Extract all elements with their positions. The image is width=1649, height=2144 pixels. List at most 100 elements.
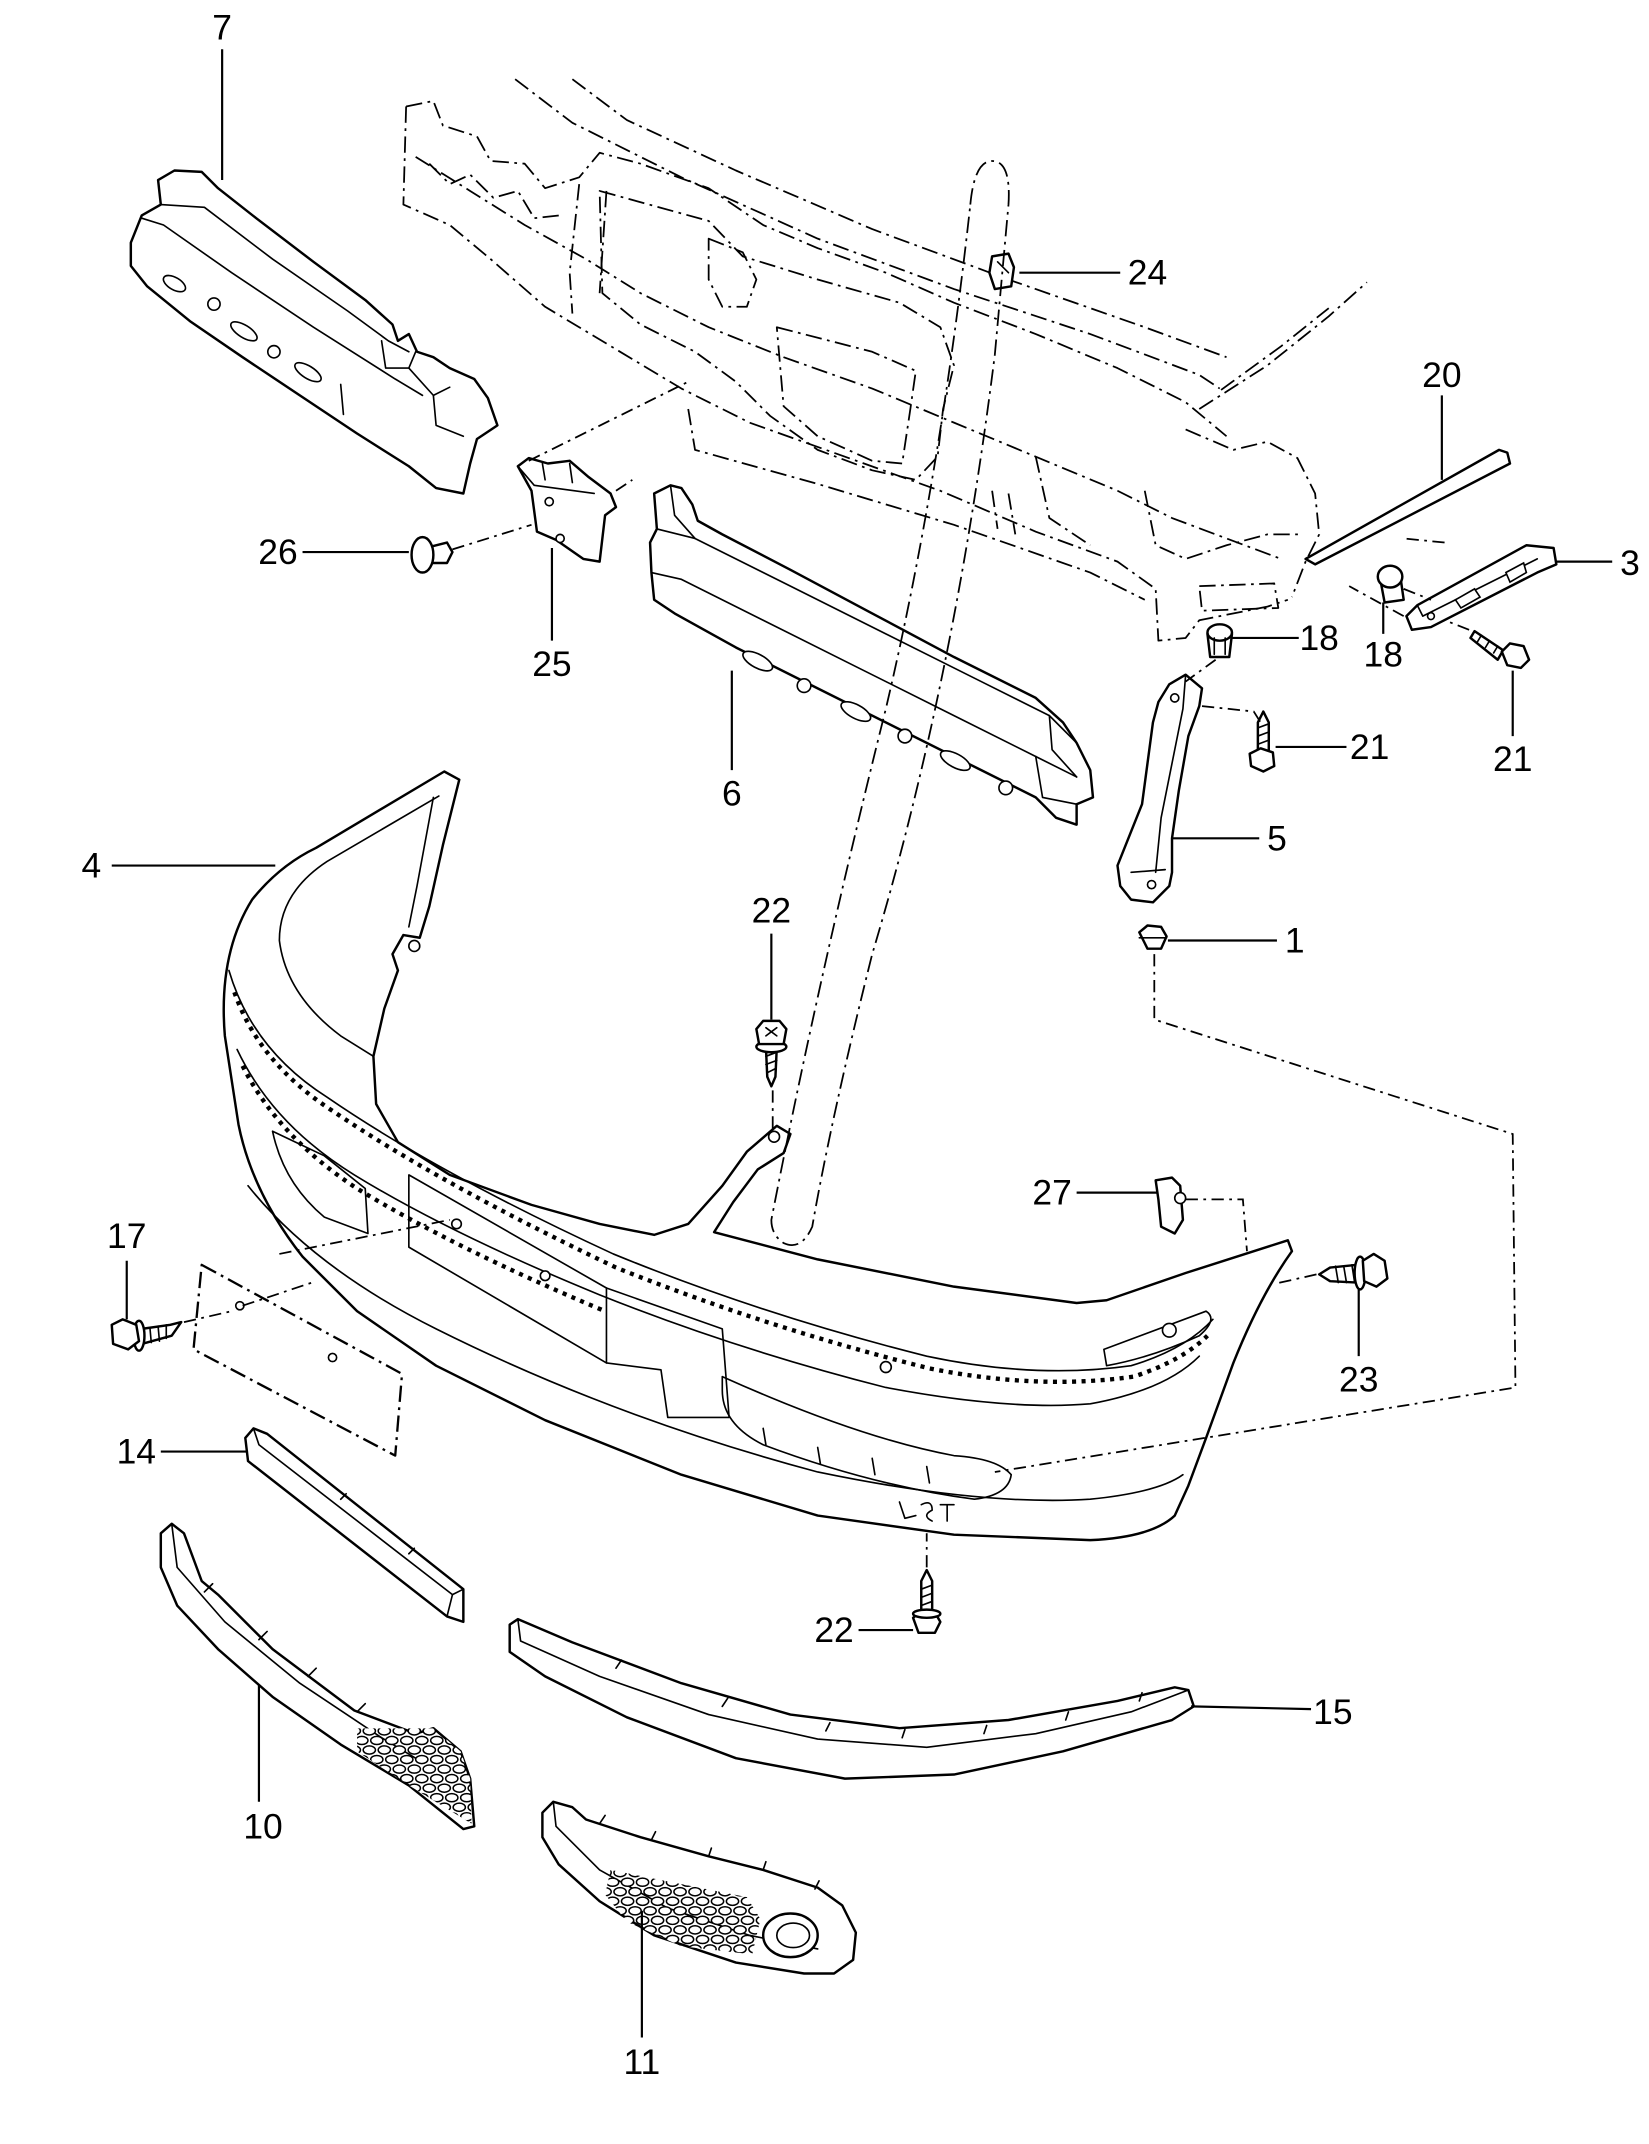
honeycomb-cell (673, 1905, 687, 1916)
honeycomb-cell (357, 1735, 369, 1746)
honeycomb-cell (369, 1811, 384, 1822)
honeycomb-cell (665, 1915, 680, 1926)
honeycomb-cell (658, 1886, 672, 1897)
callout-label: 18 (1364, 634, 1403, 674)
honeycomb-cell (467, 1745, 472, 1755)
callout-23: 23 (1339, 1289, 1378, 1399)
part-17-screw (110, 1318, 183, 1352)
honeycomb-cell (399, 1811, 414, 1822)
callout-14: 14 (117, 1432, 249, 1472)
honeycomb-cell (422, 1783, 437, 1793)
callout-4: 4 (81, 846, 276, 886)
honeycomb-cell (369, 1773, 384, 1784)
honeycomb-cell (628, 1925, 642, 1935)
callout-label: 1 (1285, 920, 1305, 960)
part-20-strip (1304, 448, 1512, 566)
honeycomb-cell (733, 1925, 747, 1935)
honeycomb-cell (605, 1934, 620, 1945)
honeycomb-cell (377, 1821, 392, 1824)
honeycomb-cell (643, 1944, 657, 1954)
honeycomb-cell (452, 1802, 467, 1813)
honeycomb-cell (658, 1944, 672, 1954)
part-7-upper-absorber (129, 169, 499, 495)
honeycomb-cell (362, 1728, 377, 1736)
honeycomb-cell (444, 1773, 459, 1784)
part-3-side-bracket (1405, 544, 1558, 631)
callout-label: 23 (1339, 1359, 1378, 1399)
honeycomb-cell (357, 1773, 369, 1784)
honeycomb-cell (362, 1764, 377, 1774)
part-22-screw-top (755, 1019, 788, 1088)
vehicle-body-phantom (402, 78, 1368, 642)
callout-label: 15 (1313, 1692, 1352, 1732)
honeycomb-cell (377, 1728, 392, 1736)
honeycomb-cell (422, 1745, 437, 1755)
honeycomb-cell (620, 1896, 635, 1907)
honeycomb-cell (369, 1735, 384, 1746)
honeycomb-cell (740, 1934, 755, 1945)
honeycomb-cell (680, 1915, 695, 1926)
part-18-clip-left (1206, 623, 1234, 659)
callout-label: 3 (1620, 543, 1640, 583)
honeycomb-cell (362, 1802, 377, 1813)
honeycomb-cell (688, 1925, 702, 1935)
honeycomb-cell (725, 1915, 740, 1926)
honeycomb-cell (628, 1944, 642, 1954)
honeycomb-cell (357, 1783, 362, 1793)
honeycomb-cell (688, 1905, 702, 1916)
callout-11: 11 (623, 1910, 660, 2082)
callout-22-top: 22 (752, 891, 791, 1020)
honeycomb-cell (673, 1925, 687, 1935)
assembly-connectors (183, 160, 1517, 1568)
honeycomb-cell (695, 1896, 710, 1907)
callout-24: 24 (1019, 253, 1167, 293)
honeycomb-cell (628, 1886, 642, 1897)
honeycomb-cell (673, 1944, 687, 1954)
honeycomb-cell (673, 1886, 687, 1897)
honeycomb-cell (357, 1764, 362, 1774)
honeycomb-cell (384, 1735, 399, 1746)
callout-label: 17 (107, 1216, 146, 1256)
honeycomb-cell (459, 1735, 472, 1746)
honeycomb-cell (414, 1754, 429, 1765)
callout-label: 24 (1128, 253, 1167, 293)
honeycomb-cell (452, 1783, 467, 1793)
callout-18-right: 18 (1364, 602, 1403, 674)
honeycomb-cell (695, 1915, 710, 1926)
callout-17: 17 (107, 1216, 146, 1320)
callout-label: 26 (258, 532, 297, 572)
honeycomb-cell (459, 1754, 472, 1765)
honeycomb-cell (605, 1944, 612, 1954)
honeycomb-cell (384, 1754, 399, 1765)
callout-3: 3 (1556, 543, 1640, 583)
part-5-bracket (1116, 673, 1204, 904)
callout-10: 10 (243, 1684, 283, 1846)
honeycomb-cell (605, 1915, 620, 1926)
honeycomb-cell (414, 1735, 429, 1746)
callout-label: 6 (722, 773, 742, 813)
honeycomb-cell (620, 1877, 635, 1888)
honeycomb-cell (613, 1944, 627, 1954)
part-21-screw-left (1248, 710, 1276, 773)
honeycomb-cell (613, 1886, 627, 1897)
honeycomb-cell (658, 1925, 672, 1935)
part-27-clip (1154, 1176, 1187, 1235)
honeycomb-cell (635, 1877, 650, 1888)
callout-label: 11 (623, 2042, 660, 2082)
honeycomb-cell (437, 1764, 452, 1774)
honeycomb-cell (444, 1754, 459, 1765)
honeycomb-cell (414, 1773, 429, 1784)
part-4-bumper-cover (222, 770, 1294, 1542)
honeycomb-cell (399, 1792, 414, 1803)
callout-label: 4 (81, 846, 101, 886)
callout-label: 21 (1493, 739, 1532, 779)
honeycomb-cell (377, 1802, 392, 1813)
honeycomb-cell (392, 1821, 407, 1824)
honeycomb-cell (628, 1905, 642, 1916)
honeycomb-cell (605, 1886, 612, 1897)
honeycomb-cell (422, 1821, 437, 1824)
honeycomb-cell (467, 1728, 472, 1736)
honeycomb-cell (357, 1728, 362, 1736)
callout-label: 10 (243, 1806, 282, 1846)
